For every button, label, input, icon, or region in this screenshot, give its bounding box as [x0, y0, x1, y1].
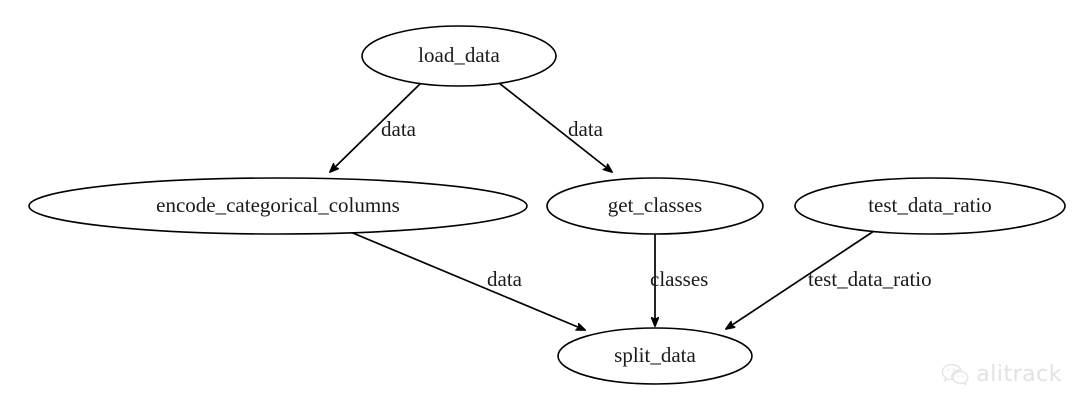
- node-label: load_data: [418, 43, 500, 67]
- nodes-layer: load_data encode_categorical_columns get_c…: [28, 25, 1066, 385]
- graph-node[interactable]: load_data: [361, 25, 557, 87]
- node-label: split_data: [614, 343, 696, 367]
- node-label: encode_categorical_columns: [156, 193, 400, 217]
- edges-layer: [330, 82, 875, 330]
- graph-node[interactable]: encode_categorical_columns: [28, 177, 528, 235]
- graph-edge: [726, 230, 875, 329]
- node-ellipse[interactable]: [557, 327, 753, 385]
- graph-node[interactable]: test_data_ratio: [794, 177, 1066, 235]
- node-label: test_data_ratio: [868, 193, 992, 217]
- edge-label: test_data_ratio: [808, 267, 932, 291]
- edge-labels-layer: data data data classes test_data_ratio: [381, 117, 932, 291]
- node-ellipse[interactable]: [28, 177, 528, 235]
- edge-label: data: [568, 117, 604, 141]
- edge-line: [347, 230, 585, 330]
- node-ellipse[interactable]: [794, 177, 1066, 235]
- graph-node[interactable]: split_data: [557, 327, 753, 385]
- edge-line: [330, 82, 422, 172]
- node-ellipse[interactable]: [361, 25, 557, 87]
- node-ellipse[interactable]: [546, 177, 764, 235]
- edge-line: [498, 82, 612, 172]
- edge-label: data: [381, 117, 417, 141]
- graph-edge: [347, 230, 585, 330]
- graph-node[interactable]: get_classes: [546, 177, 764, 235]
- edge-label: classes: [650, 267, 708, 291]
- edge-label: data: [487, 267, 523, 291]
- graph-edge: [498, 82, 612, 172]
- node-label: get_classes: [608, 193, 702, 217]
- edge-line: [726, 230, 875, 329]
- graph-edge: [330, 82, 422, 172]
